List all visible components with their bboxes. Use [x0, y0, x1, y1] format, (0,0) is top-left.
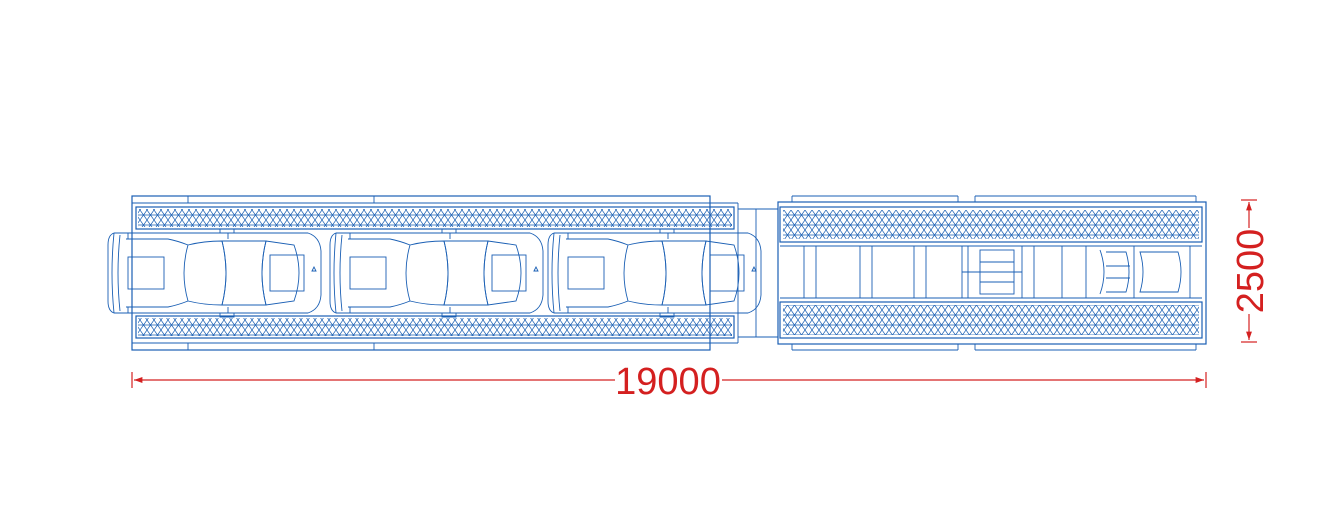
dimension-width: 2500 — [1230, 199, 1272, 343]
car-top-view — [107, 228, 322, 318]
length-dimension-label: 19000 — [615, 361, 721, 403]
dimension-length: 19000 — [131, 361, 1207, 403]
front-deck-section — [131, 195, 739, 351]
width-dimension-label: 2500 — [1230, 229, 1272, 314]
car-top-view — [547, 228, 762, 318]
coupling — [738, 208, 778, 338]
rear-deck-section — [777, 195, 1207, 351]
cars-group — [107, 228, 762, 318]
car-top-view — [329, 228, 544, 318]
